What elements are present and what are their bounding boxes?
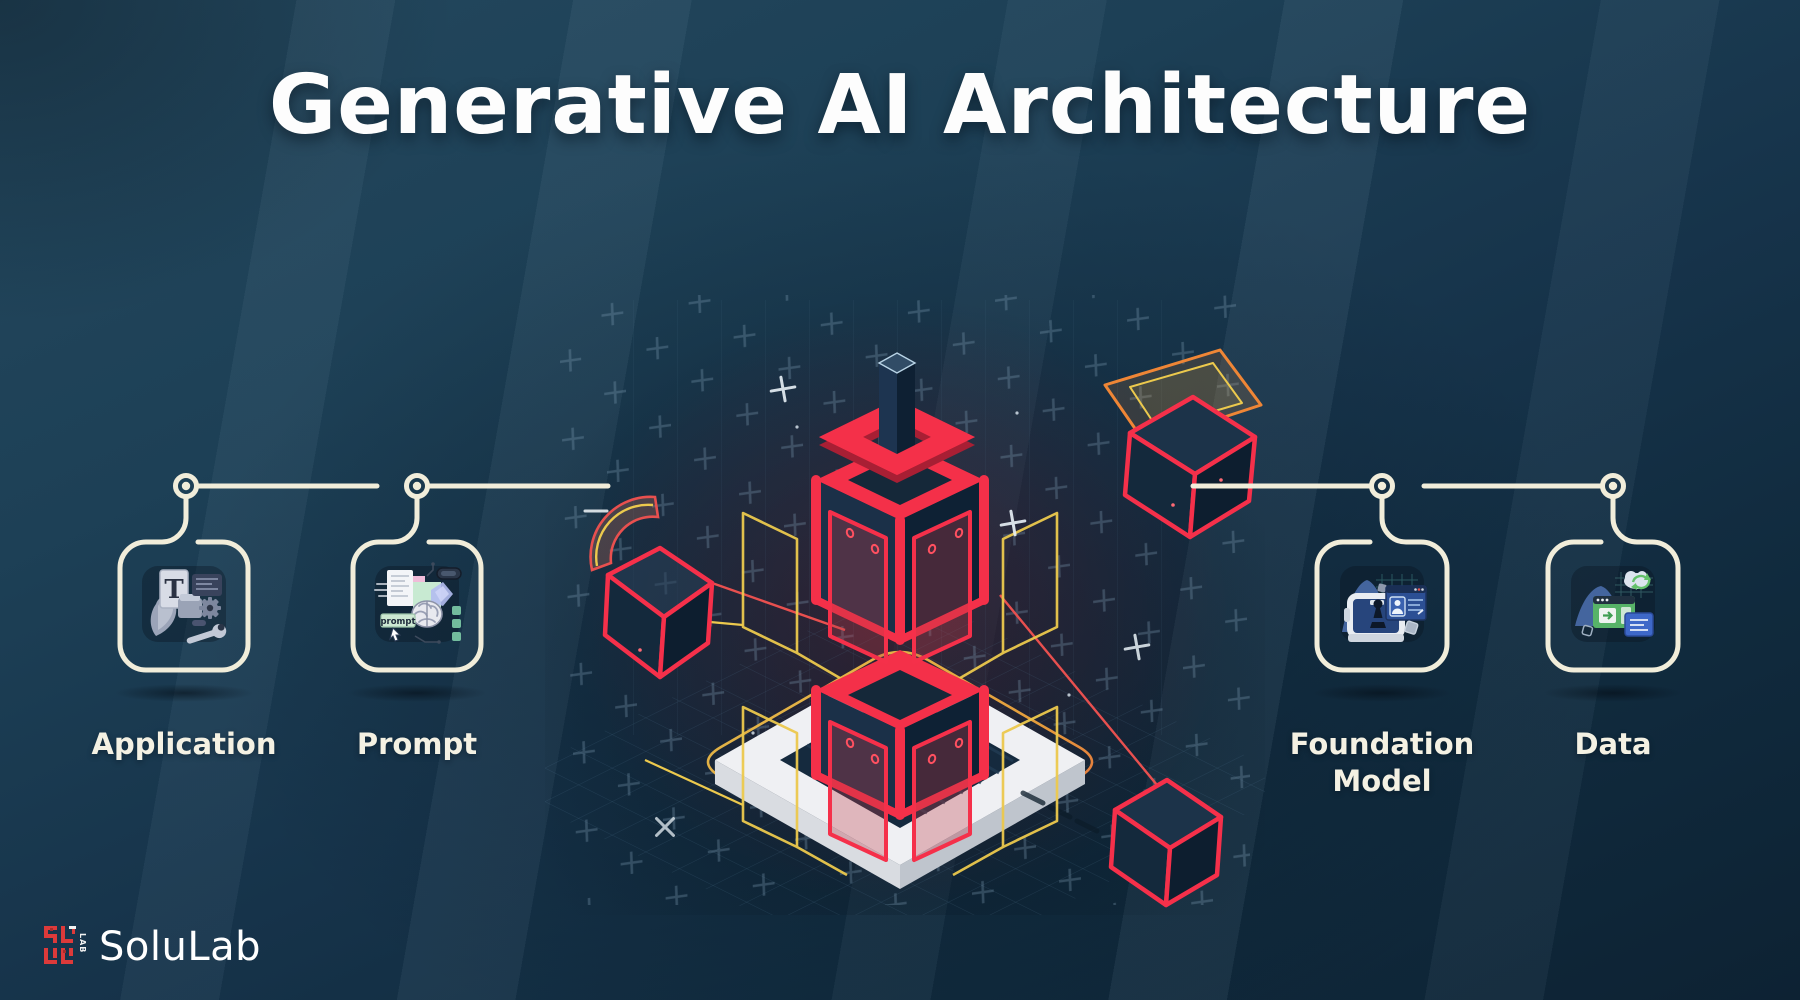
node-label-application: Application: [91, 727, 277, 761]
logo-lab-text: LAB: [78, 933, 87, 953]
node-shadow: [1312, 684, 1452, 702]
solulab-logo-icon: LAB: [44, 926, 87, 964]
brand-name: SoluLab: [99, 924, 262, 970]
cursor-icon: [389, 627, 402, 642]
gear-icon: [199, 597, 221, 619]
cloud-sync-icon: [1624, 571, 1651, 590]
rail-ring-foundation-model: [1369, 473, 1395, 499]
wrench-icon: [186, 623, 227, 644]
floating-cube-top-right: [1103, 348, 1263, 540]
prompt-label: prompt: [380, 613, 416, 642]
floating-cube-bottom-right: [1108, 777, 1224, 908]
node-label-prompt: Prompt: [356, 727, 478, 761]
document-card: [1624, 612, 1654, 637]
node-label-data: Data: [1574, 727, 1652, 761]
node-shadow: [114, 684, 254, 702]
letter-t-glyph: T: [164, 575, 184, 605]
browser-window-icon: [1385, 585, 1427, 621]
tower-lower-module: [811, 650, 989, 862]
tower-top-pillar: [877, 352, 917, 457]
foundation-model-icon: [1340, 566, 1427, 642]
rail-ring-prompt: [404, 473, 430, 499]
data-icon: [1571, 566, 1655, 642]
chess-pawn-icon: [1370, 599, 1386, 628]
floating-cube-left: [589, 495, 715, 680]
code-panel: [192, 574, 222, 596]
node-label-foundation-model: Foundation Model: [1289, 727, 1475, 798]
application-icon: T: [142, 566, 227, 644]
node-shadow: [347, 684, 487, 702]
rail-ring-data: [1600, 473, 1626, 499]
rail-ring-application: [173, 473, 199, 499]
brain-icon: [411, 600, 443, 628]
prompt-icon: prompt: [374, 562, 462, 644]
page-title: Generative AI Architecture: [268, 58, 1532, 153]
generative-ai-tower-illustration: [545, 295, 1265, 915]
svg-text:prompt: prompt: [380, 617, 415, 627]
node-shadow: [1543, 684, 1683, 702]
